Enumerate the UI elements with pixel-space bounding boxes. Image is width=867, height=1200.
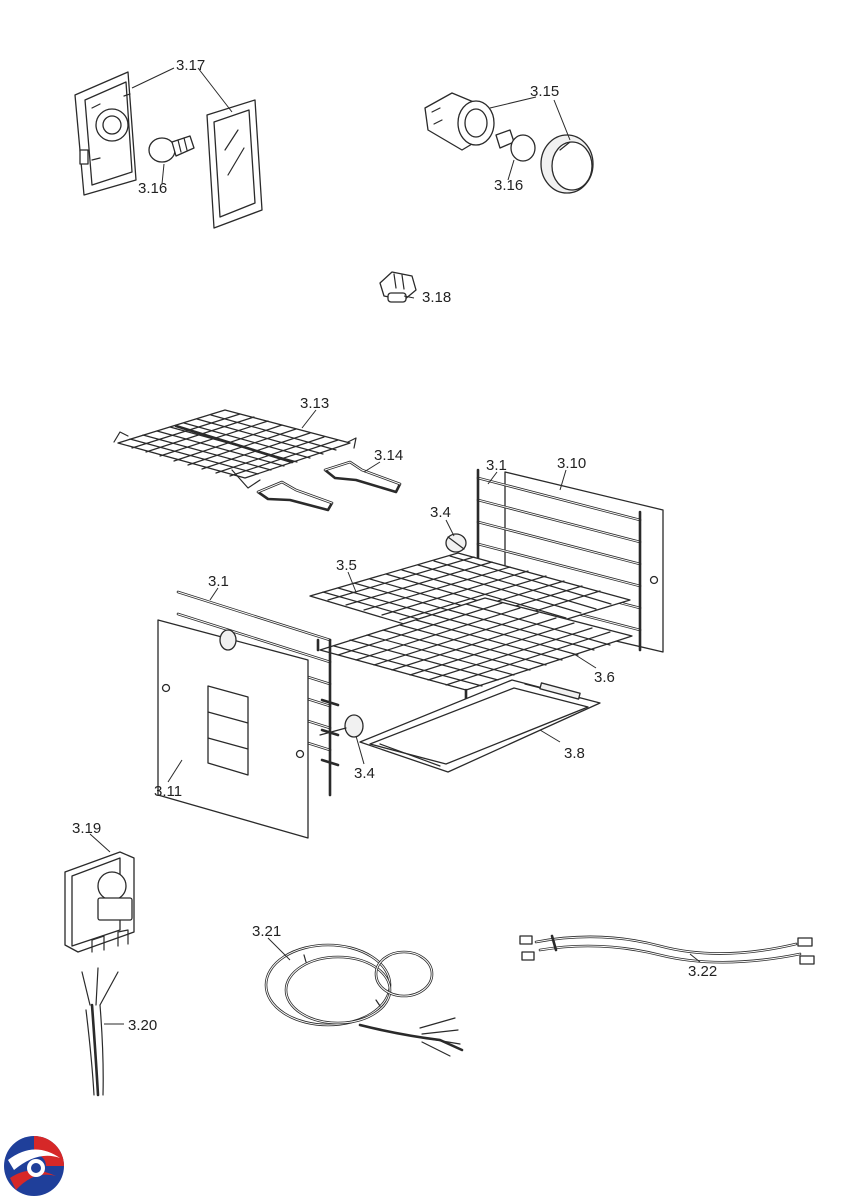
brand-logo	[4, 1136, 64, 1196]
callout-3-16-left: 3.16	[138, 180, 167, 197]
wiring-loom-3-21	[264, 943, 464, 1057]
callout-3-21: 3.21	[252, 923, 281, 940]
power-cable-3-20	[81, 967, 119, 1097]
bulb-3-16-right	[495, 129, 536, 162]
leader-lines	[89, 67, 701, 1025]
callout-3-14: 3.14	[374, 447, 403, 464]
callout-3-15: 3.15	[530, 83, 559, 100]
clip-3-18	[379, 271, 417, 303]
callout-3-5: 3.5	[336, 557, 357, 574]
fixing-screw-3-4-top	[445, 533, 467, 553]
cable-harness-3-22	[519, 934, 815, 965]
grill-grid-3-13	[113, 409, 357, 489]
callout-labels: 3.17 3.16 3.15 3.16 3.18 3.13 3.14 3.1 3…	[72, 57, 717, 1034]
lamp-holder-assembly-3-17	[74, 71, 137, 196]
callout-3-11: 3.11	[154, 783, 182, 800]
callout-3-4-bottom: 3.4	[354, 765, 375, 782]
callout-3-1-left: 3.1	[208, 573, 229, 590]
socket-3-19	[64, 851, 135, 953]
callout-3-20: 3.20	[128, 1017, 157, 1034]
callout-3-16-right: 3.16	[494, 177, 523, 194]
lamp-holder-3-15	[424, 92, 495, 151]
side-panel-left-3-11	[157, 619, 309, 839]
shelf-runners-3-14	[256, 460, 402, 512]
callout-3-22: 3.22	[688, 963, 717, 980]
callout-3-17: 3.17	[176, 57, 205, 74]
callout-3-6: 3.6	[594, 669, 615, 686]
callout-3-8: 3.8	[564, 745, 585, 762]
lamp-cover-3-15	[540, 134, 594, 194]
callout-3-1-right: 3.1	[486, 457, 507, 474]
baking-tray-3-8	[359, 679, 601, 773]
bulb-3-16-left	[148, 135, 195, 163]
callout-3-4-top: 3.4	[430, 504, 451, 521]
callout-3-18: 3.18	[422, 289, 451, 306]
oven-shelf-3-6	[316, 597, 633, 702]
callout-3-10: 3.10	[557, 455, 586, 472]
oven-glass-3-17	[206, 99, 263, 229]
fixing-screw-3-4-bottom	[319, 714, 364, 738]
callout-3-13: 3.13	[300, 395, 329, 412]
callout-3-19: 3.19	[72, 820, 101, 837]
